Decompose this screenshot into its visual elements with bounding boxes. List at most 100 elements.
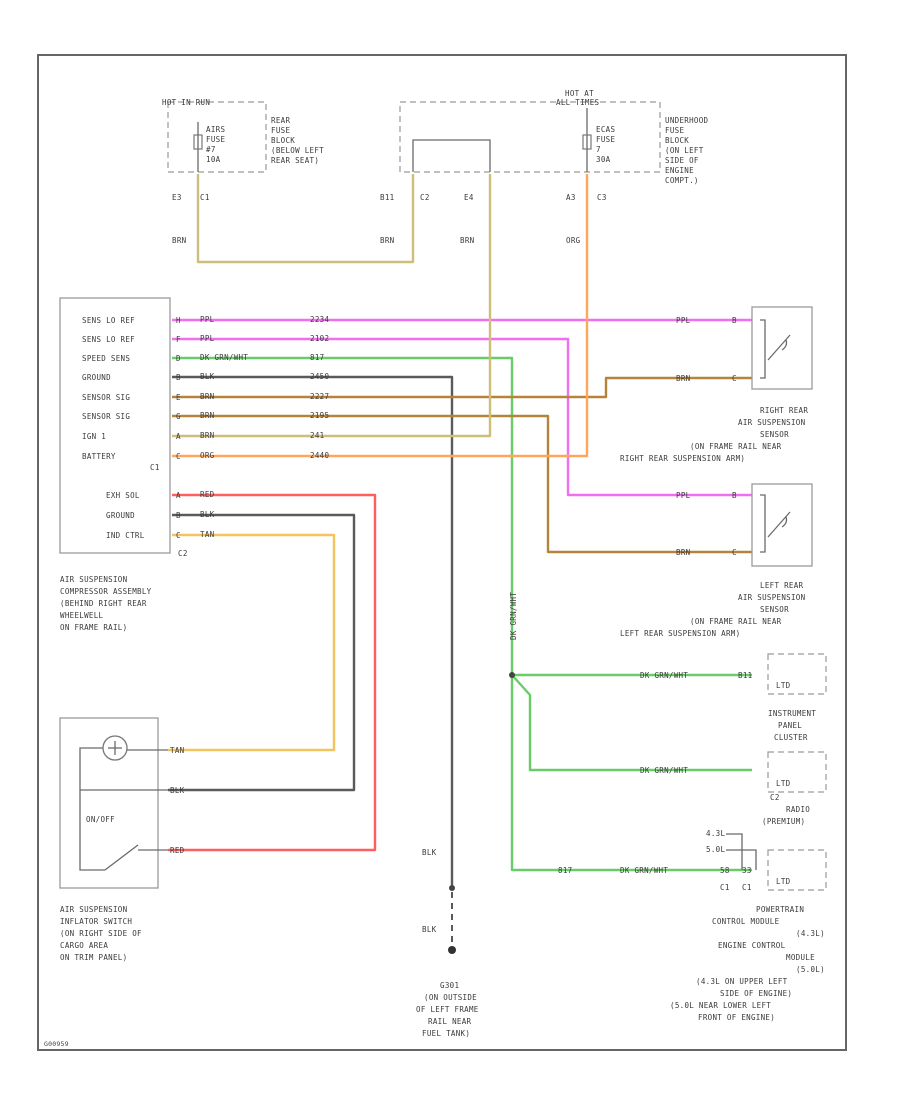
ipc-pin: B11	[738, 671, 752, 680]
underhood-pin-a3: A3	[566, 193, 576, 202]
switch-wire-tan: TAN	[170, 746, 184, 755]
underhood-loc4: SIDE OF	[665, 156, 699, 165]
left-sensor-wire-ppl: PPL	[676, 491, 691, 500]
pcm-conn-2: C1	[742, 883, 752, 892]
underhood-loc5: ENGINE	[665, 166, 694, 175]
underhood-loc3: (ON LEFT	[665, 146, 704, 155]
compressor-pin: D	[176, 354, 181, 363]
switch-label-3: CARGO AREA	[60, 941, 108, 950]
underhood-pin-b11: B11	[380, 193, 394, 202]
compressor-label-0: AIR SUSPENSION	[60, 575, 127, 584]
ipc-box-label: LTD	[776, 681, 791, 690]
left-sensor-label-4: LEFT REAR SUSPENSION ARM)	[620, 629, 740, 638]
right-sensor-wire-ppl: PPL	[676, 316, 691, 325]
compressor-circuit: 2227	[310, 392, 329, 401]
underhood-header-0: HOT AT	[565, 89, 594, 98]
ground-label-4: FUEL TANK)	[422, 1029, 470, 1038]
pcm-wire: DK GRN/WHT	[620, 866, 668, 875]
pcm-label-7: SIDE OF ENGINE)	[720, 989, 792, 998]
compressor-wire-color: DK GRN/WHT	[200, 353, 248, 362]
pcm-label-3: ENGINE CONTROL	[718, 941, 786, 950]
radio-label-1: (PREMIUM)	[762, 817, 805, 826]
rear-fuse-block: HOT IN RUN AIRS FUSE #7 10A REAR FUSE BL…	[162, 98, 324, 202]
underhood-conn-c3: C3	[597, 193, 607, 202]
pcm-label-1: CONTROL MODULE	[712, 917, 780, 926]
ipc-label-1: PANEL	[778, 721, 802, 730]
compressor-wire-color: PPL	[200, 334, 215, 343]
top-wire-label-1: BRN	[172, 236, 186, 245]
left-sensor-label-0: LEFT REAR	[760, 581, 804, 590]
wire-brn-right-sensor	[172, 376, 752, 399]
compressor-label-2: (BEHIND RIGHT REAR	[60, 599, 147, 608]
ground-label-1: (ON OUTSIDE	[424, 993, 477, 1002]
compressor-pin: H	[176, 316, 181, 325]
compressor-circuit: 2195	[310, 411, 329, 420]
compressor-pin: F	[176, 335, 181, 344]
rear-fuse-conn: C1	[200, 193, 210, 202]
compressor-pin: B	[176, 373, 181, 382]
compressor-wire2-color: BLK	[200, 510, 215, 519]
underhood-fuse-l2: 7	[596, 145, 601, 154]
compressor-wire-color: BRN	[200, 392, 214, 401]
wire-brn-left-sensor	[172, 414, 752, 554]
rear-fuse-l1: FUSE	[206, 135, 225, 144]
radio: LTD DK GRN/WHT C2 RADIO (PREMIUM)	[640, 751, 827, 826]
underhood-header-1: ALL TIMES	[556, 98, 600, 107]
ground-label-0: G301	[440, 981, 459, 990]
compressor-wire-color: BRN	[200, 411, 214, 420]
ground-label-2: OF LEFT FRAME	[416, 1005, 479, 1014]
underhood-fuse-l1: FUSE	[596, 135, 615, 144]
left-sensor-pin-b: B	[732, 491, 737, 500]
ipc-label-2: CLUSTER	[774, 733, 808, 742]
compressor-circuit: 241	[310, 431, 324, 440]
pcm-engine-50: 5.0L	[706, 845, 725, 854]
compressor-pin: A	[176, 432, 181, 441]
ground-wire-1: BLK	[422, 848, 437, 857]
rear-fuse-loc0: REAR	[271, 116, 290, 125]
rear-fuse-pin: E3	[172, 193, 182, 202]
compressor-circuit: 2440	[310, 451, 329, 460]
pcm-label-9: FRONT OF ENGINE)	[698, 1013, 775, 1022]
radio-pin: C2	[770, 793, 780, 802]
pcm-conn-1: C1	[720, 883, 730, 892]
pcm-box-label: LTD	[776, 877, 791, 886]
pcm-label-8: (5.0L NEAR LOWER LEFT	[670, 1001, 771, 1010]
ground-label-3: RAIL NEAR	[428, 1017, 472, 1026]
rear-fuse-l0: AIRS	[206, 125, 225, 134]
compressor-row-label: BATTERY	[82, 452, 116, 461]
rear-fuse-loc2: BLOCK	[271, 136, 295, 145]
pcm-label-0: POWERTRAIN	[756, 905, 804, 914]
right-sensor-wire-brn: BRN	[676, 374, 690, 383]
instrument-panel-cluster: LTD DK GRN/WHT B11 INSTRUMENT PANEL CLUS…	[640, 653, 827, 742]
wire-blk-ground	[172, 375, 454, 888]
underhood-loc0: UNDERHOOD	[665, 116, 709, 125]
rear-fuse-header: HOT IN RUN	[162, 98, 210, 107]
underhood-conn-c2: C2	[420, 193, 430, 202]
compressor-row-label: SENS LO REF	[82, 335, 135, 344]
right-sensor-label-0: RIGHT REAR	[760, 406, 808, 415]
compressor-circuit: 2102	[310, 334, 329, 343]
compressor-circuit: 2450	[310, 372, 329, 381]
radio-wire: DK GRN/WHT	[640, 766, 688, 775]
radio-box-label: LTD	[776, 779, 791, 788]
top-wire-label-2: BRN	[380, 236, 394, 245]
switch-label-1: INFLATOR SWITCH	[60, 917, 132, 926]
compressor-row-label: GROUND	[82, 373, 111, 382]
rear-fuse-loc4: REAR SEAT)	[271, 156, 319, 165]
compressor-circuit: 2234	[310, 315, 329, 324]
underhood-fuse-l0: ECAS	[596, 125, 615, 134]
left-sensor-pin-c: C	[732, 548, 737, 557]
rear-fuse-loc1: FUSE	[271, 126, 290, 135]
splice-dot	[509, 672, 515, 678]
compressor-wire2-color: RED	[200, 490, 215, 499]
rear-fuse-l3: 10A	[206, 155, 221, 164]
wire-dkgrn-speed	[172, 356, 752, 872]
pcm-label-2: (4.3L)	[796, 929, 825, 938]
compressor-wire-color: PPL	[200, 315, 215, 324]
wire-blk-gnd2	[168, 513, 356, 792]
pcm-pin-58: 58	[720, 866, 730, 875]
right-sensor-label-1: AIR SUSPENSION	[738, 418, 805, 427]
right-sensor-label-2: SENSOR	[760, 430, 789, 439]
compressor-pin2: B	[176, 511, 181, 520]
